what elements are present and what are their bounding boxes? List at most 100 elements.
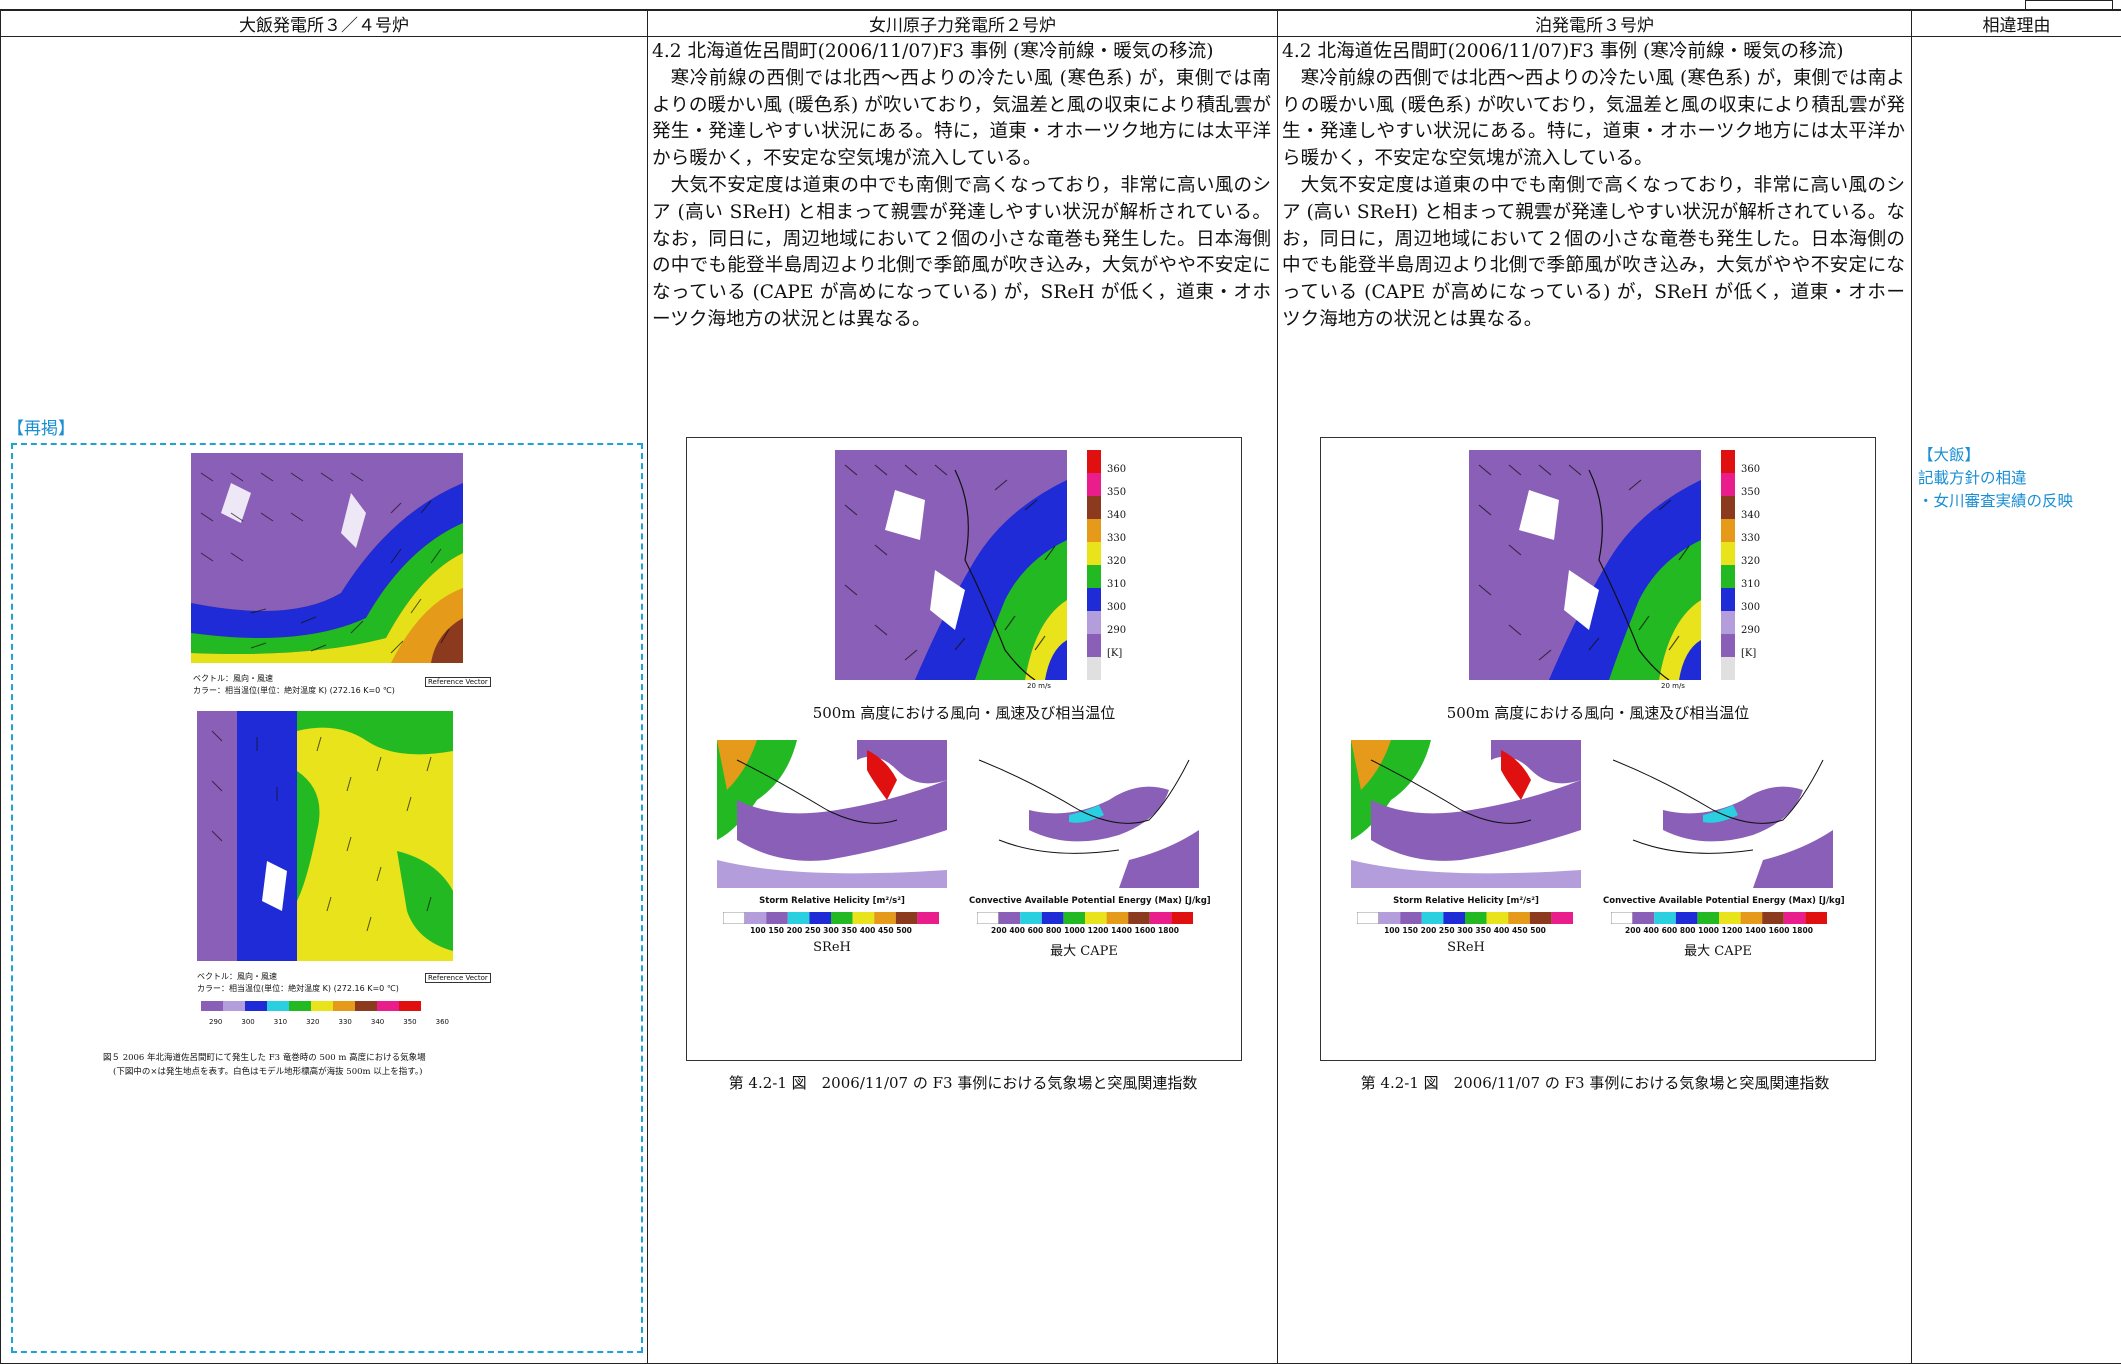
top-rule	[0, 9, 2121, 10]
content-row: 【再掲】	[0, 36, 2121, 1364]
ohi-tick: 320	[306, 1018, 320, 1026]
ohi-color-scale	[201, 1001, 421, 1011]
colorbar-tick: 330	[1741, 533, 1761, 544]
sreh-colorbar	[1357, 912, 1573, 924]
comparison-table: 大飯発電所３／４号炉 女川原子力発電所２号炉 泊発電所３号炉 相違理由 【再掲】	[0, 10, 2121, 1364]
colorbar-tick: 360	[1741, 464, 1761, 475]
colorbar-tick: 340	[1107, 510, 1127, 521]
paragraph-1: 寒冷前線の西側では北西～西よりの冷たい風 (寒色系) が，東側では南よりの暖かい…	[1282, 67, 1905, 170]
onagawa-column: 4.2 北海道佐呂間町(2006/11/07)F3 事例 (寒冷前線・暖気の移流…	[647, 36, 1278, 1364]
sreh-ticks: 100 150 200 250 300 350 400 450 500	[1384, 926, 1546, 935]
ohi-figure-caption: 図５ 2006 年北海道佐呂間町にて発生した F3 竜巻時の 500 m 高度に…	[103, 1053, 426, 1063]
colorbar-tick: 350	[1741, 487, 1761, 498]
section-heading: 4.2 北海道佐呂間町(2006/11/07)F3 事例 (寒冷前線・暖気の移流…	[1282, 41, 1844, 62]
ohi-tick: 330	[338, 1018, 352, 1026]
ohi-tick: 300	[241, 1018, 255, 1026]
header-row: 大飯発電所３／４号炉 女川原子力発電所２号炉 泊発電所３号炉 相違理由	[0, 10, 2121, 37]
ohi-tick: 350	[403, 1018, 417, 1026]
wind-theta-e-map	[1469, 450, 1701, 680]
paragraph-1: 寒冷前線の西側では北西～西よりの冷たい風 (寒色系) が，東側では南よりの暖かい…	[652, 67, 1271, 170]
reason-column: 【大飯】 記載方針の相違 ・女川審査実績の反映	[1911, 36, 2121, 1364]
tomari-text-block: 4.2 北海道佐呂間町(2006/11/07)F3 事例 (寒冷前線・暖気の移流…	[1282, 39, 1905, 334]
ohi-ref-vector1: Reference Vector	[425, 677, 491, 687]
cape-caption: 最大 CAPE	[1050, 944, 1118, 959]
header-reason: 相違理由	[1911, 10, 2121, 37]
cape-colorbar	[1611, 912, 1827, 924]
ohi-scale-ticks: 290 300 310 320 330 340 350 360	[209, 1018, 449, 1032]
paragraph-2: 大気不安定度は道東の中でも南側で高くなっており，非常に高い風のシア (高い SR…	[652, 174, 1271, 330]
colorbar-tick: 360	[1107, 464, 1127, 475]
colorbar-tick: 300	[1107, 602, 1127, 613]
page-number-box	[2025, 0, 2113, 10]
cape-colorbar	[977, 912, 1193, 924]
cape-map	[1603, 740, 1833, 888]
top-header-strip	[0, 0, 2121, 10]
reason-tag: 【大飯】	[1918, 446, 1981, 464]
ohi-tick: 340	[370, 1018, 385, 1026]
colorbar-tick: 320	[1741, 556, 1761, 567]
reason-line-1: 記載方針の相違	[1918, 469, 2027, 487]
theta-e-colorbar	[1087, 450, 1101, 680]
repost-label: 【再掲】	[7, 419, 75, 439]
colorbar-unit: [K]	[1741, 648, 1757, 659]
paragraph-2: 大気不安定度は道東の中でも南側で高くなっており，非常に高い風のシア (高い SR…	[1282, 174, 1905, 330]
theta-e-colorbar	[1721, 450, 1735, 680]
tomari-figure-caption: 第 4.2-1 図 2006/11/07 の F3 事例における気象場と突風関連…	[1360, 1074, 1830, 1092]
tomari-figure-frame: 360 350 340 330 320 310 300 290 [K] 20 m…	[1320, 437, 1876, 1061]
colorbar-tick: 350	[1107, 487, 1127, 498]
reason-line-2: ・女川審査実績の反映	[1918, 492, 2074, 510]
colorbar-tick: 340	[1741, 510, 1761, 521]
reference-vector-label: 20 m/s	[1027, 682, 1051, 690]
sreh-ticks: 100 150 200 250 300 350 400 450 500	[750, 926, 912, 935]
wind-theta-e-map	[835, 450, 1067, 680]
ohi-ref-vector2: Reference Vector	[425, 973, 491, 983]
sreh-caption: SReH	[813, 940, 851, 955]
ohi-column: 【再掲】	[0, 36, 648, 1364]
colorbar-tick: 310	[1741, 579, 1761, 590]
colorbar-tick: 310	[1107, 579, 1127, 590]
onagawa-text-block: 4.2 北海道佐呂間町(2006/11/07)F3 事例 (寒冷前線・暖気の移流…	[652, 39, 1271, 334]
ohi-tick: 310	[273, 1018, 288, 1026]
sreh-title: Storm Relative Helicity [m²/s²]	[759, 896, 905, 906]
ohi-legend2a: ベクトル：風向・風速	[197, 972, 277, 981]
sreh-colorbar	[723, 912, 939, 924]
sreh-caption: SReH	[1447, 940, 1485, 955]
sreh-map	[717, 740, 947, 888]
cape-ticks: 200 400 600 800 1000 1200 1400 1600 1800	[1625, 926, 1813, 935]
sreh-map	[1351, 740, 1581, 888]
ohi-figure-note: (下図中の×は発生地点を表す。白色はモデル地形標高が海抜 500m 以上を指す。…	[113, 1067, 423, 1077]
header-onagawa: 女川原子力発電所２号炉	[647, 10, 1278, 37]
section-heading: 4.2 北海道佐呂間町(2006/11/07)F3 事例 (寒冷前線・暖気の移流…	[652, 41, 1214, 62]
onagawa-figure-caption: 第 4.2-1 図 2006/11/07 の F3 事例における気象場と突風関連…	[728, 1074, 1198, 1092]
colorbar-ticks: 360 350 340 330 320 310 300 290 [K]	[1107, 458, 1126, 665]
ohi-tick: 360	[435, 1018, 449, 1026]
ohi-upper-map	[191, 453, 463, 663]
cape-title: Convective Available Potential Energy (M…	[969, 896, 1211, 906]
tomari-column: 4.2 北海道佐呂間町(2006/11/07)F3 事例 (寒冷前線・暖気の移流…	[1277, 36, 1912, 1364]
reference-vector-label: 20 m/s	[1661, 682, 1685, 690]
repost-dashed-box: ベクトル：風向・風速 カラー：相当温位(単位：絶対温度 K) (272.16 K…	[11, 443, 643, 1353]
ohi-tick: 290	[209, 1018, 223, 1026]
cape-caption: 最大 CAPE	[1684, 944, 1752, 959]
header-ohi: 大飯発電所３／４号炉	[0, 10, 648, 37]
colorbar-tick: 290	[1741, 625, 1761, 636]
header-tomari: 泊発電所３号炉	[1277, 10, 1912, 37]
sreh-title: Storm Relative Helicity [m²/s²]	[1393, 896, 1539, 906]
cape-title: Convective Available Potential Energy (M…	[1603, 896, 1845, 906]
top-map-caption: 500m 高度における風向・風速及び相当温位	[1446, 704, 1750, 722]
ohi-legend1a: ベクトル：風向・風速	[193, 674, 273, 683]
colorbar-tick: 320	[1107, 556, 1127, 567]
colorbar-tick: 330	[1107, 533, 1127, 544]
reason-note: 【大飯】 記載方針の相違 ・女川審査実績の反映	[1918, 444, 2073, 513]
colorbar-ticks: 360 350 340 330 320 310 300 290 [K]	[1741, 458, 1760, 665]
onagawa-figure-frame: 360 350 340 330 320 310 300 290 [K] 20 m…	[686, 437, 1242, 1061]
colorbar-tick: 290	[1107, 625, 1127, 636]
cape-ticks: 200 400 600 800 1000 1200 1400 1600 1800	[991, 926, 1179, 935]
colorbar-unit: [K]	[1107, 648, 1123, 659]
ohi-lower-map	[197, 711, 453, 961]
top-map-caption: 500m 高度における風向・風速及び相当温位	[812, 704, 1116, 722]
cape-map	[969, 740, 1199, 888]
ohi-legend1b: カラー：相当温位(単位：絶対温度 K) (272.16 K=0 ℃)	[193, 686, 395, 695]
ohi-legend2b: カラー：相当温位(単位：絶対温度 K) (272.16 K=0 ℃)	[197, 984, 399, 993]
colorbar-tick: 300	[1741, 602, 1761, 613]
